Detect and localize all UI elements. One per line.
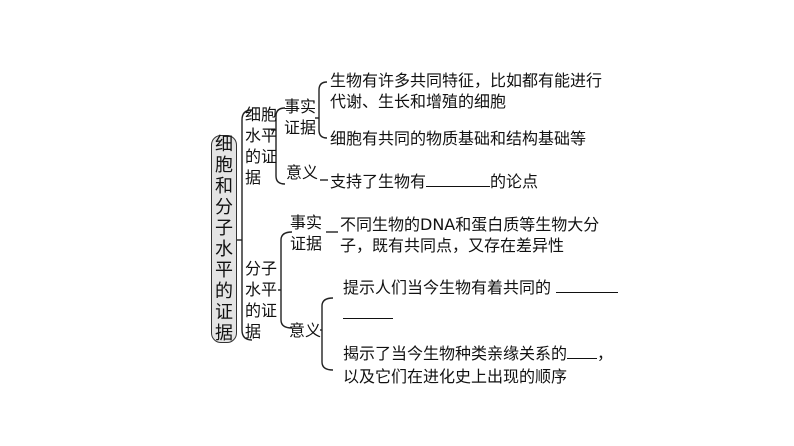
fill-blank — [567, 342, 598, 359]
root-char: 和 — [215, 176, 233, 197]
root-char: 证 — [215, 302, 233, 323]
fill-blank — [556, 276, 619, 293]
cell-branch-label: 细胞 水平 的证 据 — [245, 105, 278, 187]
molecule-meaning-item-2: 揭示了当今生物种类亲缘关系的， 以及它们在进化史上出现的顺序 — [343, 342, 614, 386]
molecule-branch-label: 分子 水平 的证 据 — [245, 259, 278, 341]
molecule-fact-label: 事实 证据 — [290, 213, 323, 253]
molecule-fact-item: 不同生物的DNA和蛋白质等生物大分 子，既有共同点，又存在差异性 — [340, 215, 600, 255]
root-char: 细 — [215, 134, 233, 155]
root-char: 胞 — [215, 155, 233, 176]
root-char: 分 — [215, 197, 233, 218]
root-char: 子 — [215, 218, 233, 239]
root-char: 的 — [215, 281, 233, 302]
cell-fact-item-1: 生物有许多共同特征，比如都有能进行 代谢、生长和增殖的细胞 — [330, 71, 603, 111]
cell-meaning-item: 支持了生物有的论点 — [330, 170, 539, 191]
molecule-meaning-label: 意义 — [289, 321, 322, 340]
root-char: 平 — [215, 260, 233, 281]
root-char: 水 — [215, 239, 233, 260]
fill-blank — [426, 170, 491, 187]
cell-fact-label: 事实 证据 — [284, 97, 317, 137]
root-char: 据 — [215, 323, 233, 344]
cell-meaning-label: 意义 — [286, 163, 319, 182]
root-node: 细 胞 和 分 子 水 平 的 证 据 — [211, 134, 237, 344]
molecule-meaning-item-1: 提示人们当今生物有着共同的 — [343, 276, 619, 324]
fill-blank — [343, 302, 393, 319]
cell-fact-item-2: 细胞有共同的物质基础和结构基础等 — [330, 129, 587, 148]
